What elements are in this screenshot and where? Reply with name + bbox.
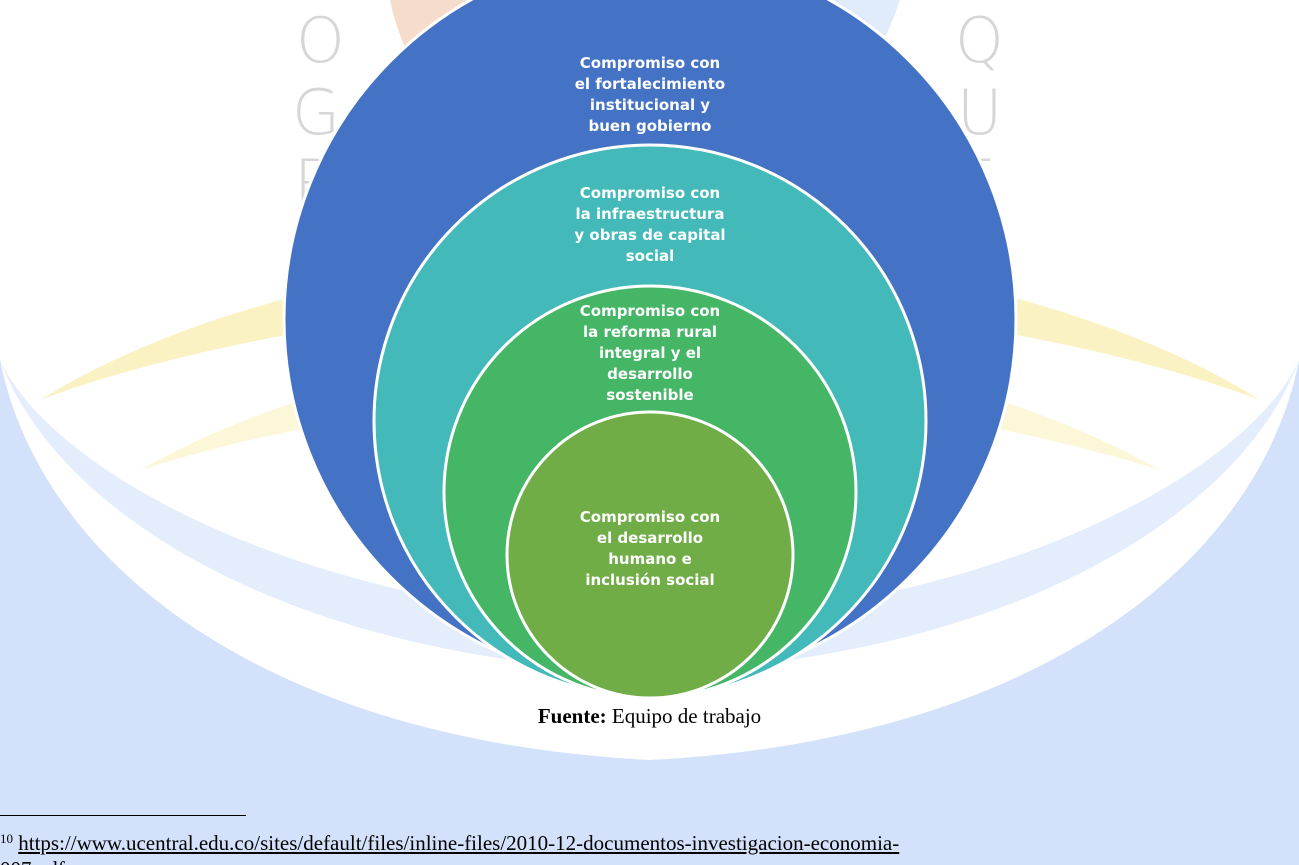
- ring-label-line: el fortalecimiento: [574, 75, 726, 93]
- ring-label-line: la infraestructura: [575, 205, 725, 223]
- caption-text: Equipo de trabajo: [611, 704, 762, 728]
- caption-label: Fuente:: [537, 704, 607, 728]
- footnote-link[interactable]: https://www.ucentral.edu.co/sites/defaul…: [0, 831, 899, 865]
- ring-label-line: inclusión social: [585, 571, 715, 589]
- ring-label-line: Compromiso con: [579, 184, 721, 202]
- ring-label-line: la reforma rural: [583, 323, 717, 341]
- footnote-link-line2: 007.pdf: [0, 857, 65, 865]
- inner-circle-human-development: [505, 410, 795, 700]
- footnote: 10 https://www.ucentral.edu.co/sites/def…: [0, 826, 1299, 865]
- footnote-number: 10: [0, 831, 13, 846]
- ring-label-infrastructure: Compromiso con la infraestructura y obra…: [500, 183, 800, 267]
- watermark-letter: G: [292, 76, 341, 149]
- footnote-link-line1: https://www.ucentral.edu.co/sites/defaul…: [18, 831, 900, 855]
- ring-label-human-development: Compromiso con el desarrollo humano e in…: [500, 507, 800, 591]
- ring-label-line: desarrollo: [607, 365, 693, 383]
- figure-source-caption: Fuente: Equipo de trabajo: [0, 704, 1299, 729]
- ring-label-line: buen gobierno: [588, 117, 712, 135]
- ring-label-line: humano e: [608, 550, 692, 568]
- ring-label-line: integral y el: [598, 344, 702, 362]
- watermark-letter: Q: [955, 4, 1004, 77]
- ring-label-line: sostenible: [606, 386, 694, 404]
- ring-label-governance: Compromiso con el fortalecimiento instit…: [500, 53, 800, 137]
- ring-label-line: social: [625, 247, 675, 265]
- ring-label-rural-reform: Compromiso con la reforma rural integral…: [500, 301, 800, 406]
- ring-label-line: Compromiso con: [579, 54, 721, 72]
- watermark-blue-swoosh: [0, 360, 1299, 865]
- watermark-blue-swoosh-inner: [0, 360, 1299, 672]
- ring-label-line: institucional y: [589, 96, 711, 114]
- footnote-separator: [0, 815, 246, 816]
- ring-label-line: el desarrollo: [596, 529, 704, 547]
- ring-label-line: y obras de capital: [574, 226, 726, 244]
- watermark-letter: O: [296, 4, 345, 77]
- ring-label-line: Compromiso con: [579, 302, 721, 320]
- ring-label-line: Compromiso con: [579, 508, 721, 526]
